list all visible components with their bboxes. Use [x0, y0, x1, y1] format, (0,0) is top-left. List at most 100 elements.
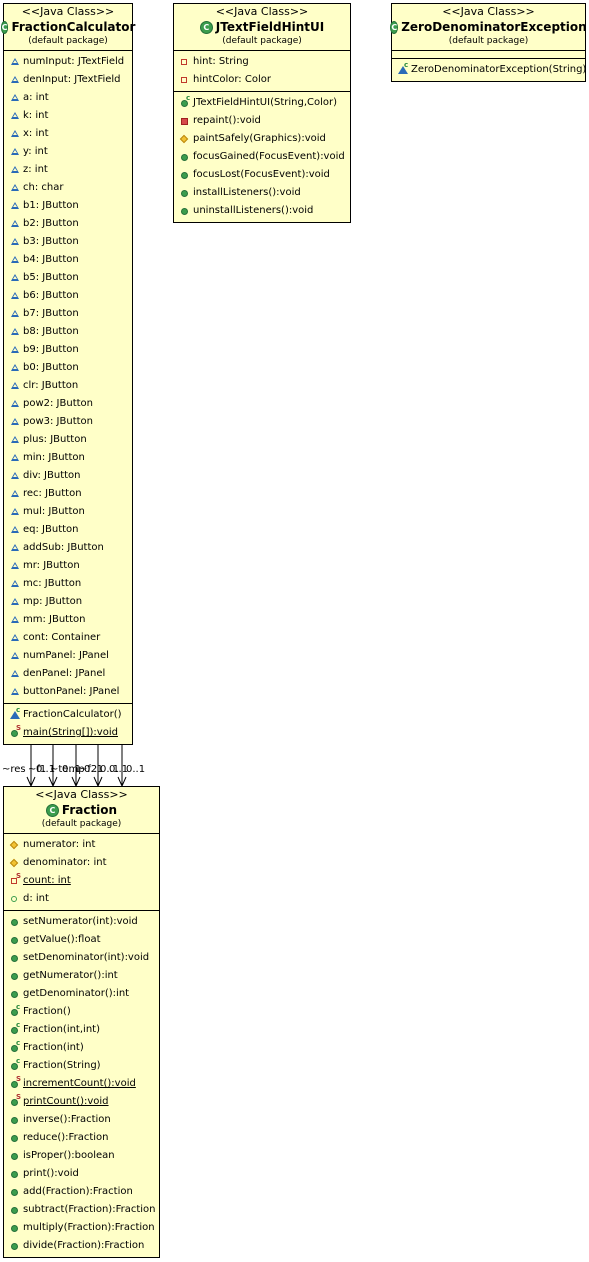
field-a-int[interactable]: a: int [4, 89, 132, 107]
method-focuslost-focusevent-void[interactable]: focusLost(FocusEvent):void [174, 166, 350, 184]
method-label: reduce():Fraction [23, 1132, 109, 1143]
field-d-int[interactable]: d: int [4, 890, 159, 908]
field-count-int[interactable]: scount: int [4, 872, 159, 890]
field-mr-jbutton[interactable]: mr: JButton [4, 557, 132, 575]
field-denpanel-jpanel[interactable]: denPanel: JPanel [4, 665, 132, 683]
method-divide-fraction-fraction[interactable]: divide(Fraction):Fraction [4, 1237, 159, 1255]
field-mm-jbutton[interactable]: mm: JButton [4, 611, 132, 629]
field-label: b2: JButton [23, 218, 79, 229]
field-label: b3: JButton [23, 236, 79, 247]
field-numerator-int[interactable]: numerator: int [4, 836, 159, 854]
field-cont-container[interactable]: cont: Container [4, 629, 132, 647]
field-b2-jbutton[interactable]: b2: JButton [4, 215, 132, 233]
field-label: a: int [23, 92, 49, 103]
method-inverse-fraction[interactable]: inverse():Fraction [4, 1111, 159, 1129]
field-plus-jbutton[interactable]: plus: JButton [4, 431, 132, 449]
field-b3-jbutton[interactable]: b3: JButton [4, 233, 132, 251]
method-setdenominator-int-void[interactable]: setDenominator(int):void [4, 949, 159, 967]
role-label-res: ~res [2, 764, 26, 775]
field-numpanel-jpanel[interactable]: numPanel: JPanel [4, 647, 132, 665]
field-b4-jbutton[interactable]: b4: JButton [4, 251, 132, 269]
method-focusgained-focusevent-void[interactable]: focusGained(FocusEvent):void [174, 148, 350, 166]
method-paintsafely-graphics-void[interactable]: paintSafely(Graphics):void [174, 130, 350, 148]
field-div-jbutton[interactable]: div: JButton [4, 467, 132, 485]
method-uninstalllisteners-void[interactable]: uninstallListeners():void [174, 202, 350, 220]
field-rec-jbutton[interactable]: rec: JButton [4, 485, 132, 503]
field-label: numPanel: JPanel [23, 650, 109, 661]
method-label: incrementCount():void [23, 1078, 136, 1089]
methods-section: cFractionCalculator()smain(String[]):voi… [4, 704, 132, 744]
method-incrementcount-void[interactable]: sincrementCount():void [4, 1075, 159, 1093]
method-label: focusGained(FocusEvent):void [193, 151, 345, 162]
field-min-jbutton[interactable]: min: JButton [4, 449, 132, 467]
field-b6-jbutton[interactable]: b6: JButton [4, 287, 132, 305]
field-label: denominator: int [23, 857, 107, 868]
field-ch-char[interactable]: ch: char [4, 179, 132, 197]
class-name-text: Fraction [61, 803, 118, 817]
method-setnumerator-int-void[interactable]: setNumerator(int):void [4, 913, 159, 931]
field-b9-jbutton[interactable]: b9: JButton [4, 341, 132, 359]
method-add-fraction-fraction[interactable]: add(Fraction):Fraction [4, 1183, 159, 1201]
method-getnumerator-int[interactable]: getNumerator():int [4, 967, 159, 985]
field-label: b5: JButton [23, 272, 79, 283]
field-y-int[interactable]: y: int [4, 143, 132, 161]
field-x-int[interactable]: x: int [4, 125, 132, 143]
field-hintcolor-color[interactable]: hintColor: Color [174, 71, 350, 89]
field-label: k: int [23, 110, 49, 121]
method-getvalue-float[interactable]: getValue():float [4, 931, 159, 949]
method-installlisteners-void[interactable]: installListeners():void [174, 184, 350, 202]
field-buttonpanel-jpanel[interactable]: buttonPanel: JPanel [4, 683, 132, 701]
method-label: JTextFieldHintUI(String,Color) [193, 97, 338, 108]
field-b1-jbutton[interactable]: b1: JButton [4, 197, 132, 215]
method-printcount-void[interactable]: sprintCount():void [4, 1093, 159, 1111]
field-hint-string[interactable]: hint: String [174, 53, 350, 71]
method-isproper-boolean[interactable]: isProper():boolean [4, 1147, 159, 1165]
field-b5-jbutton[interactable]: b5: JButton [4, 269, 132, 287]
package-label: (default package) [28, 36, 108, 46]
method-label: repaint():void [193, 115, 261, 126]
method-label: subtract(Fraction):Fraction [23, 1204, 156, 1215]
method-subtract-fraction-fraction[interactable]: subtract(Fraction):Fraction [4, 1201, 159, 1219]
field-b0-jbutton[interactable]: b0: JButton [4, 359, 132, 377]
field-deninput-jtextfield[interactable]: denInput: JTextField [4, 71, 132, 89]
field-b8-jbutton[interactable]: b8: JButton [4, 323, 132, 341]
field-pow2-jbutton[interactable]: pow2: JButton [4, 395, 132, 413]
field-addsub-jbutton[interactable]: addSub: JButton [4, 539, 132, 557]
field-denominator-int[interactable]: denominator: int [4, 854, 159, 872]
field-b7-jbutton[interactable]: b7: JButton [4, 305, 132, 323]
field-numinput-jtextfield[interactable]: numInput: JTextField [4, 53, 132, 71]
field-eq-jbutton[interactable]: eq: JButton [4, 521, 132, 539]
method-reduce-fraction[interactable]: reduce():Fraction [4, 1129, 159, 1147]
method-repaint-void[interactable]: repaint():void [174, 112, 350, 130]
field-label: ch: char [23, 182, 64, 193]
fields-section: numerator: int denominator: int scount: in… [4, 834, 159, 911]
field-label: buttonPanel: JPanel [23, 686, 120, 697]
method-multiply-fraction-fraction[interactable]: multiply(Fraction):Fraction [4, 1219, 159, 1237]
field-mc-jbutton[interactable]: mc: JButton [4, 575, 132, 593]
field-k-int[interactable]: k: int [4, 107, 132, 125]
field-z-int[interactable]: z: int [4, 161, 132, 179]
stereotype-label: <<Java Class>> [442, 5, 535, 18]
method-print-void[interactable]: print():void [4, 1165, 159, 1183]
field-pow3-jbutton[interactable]: pow3: JButton [4, 413, 132, 431]
method-main-string-void[interactable]: smain(String[]):void [4, 724, 132, 742]
field-clr-jbutton[interactable]: clr: JButton [4, 377, 132, 395]
field-mp-jbutton[interactable]: mp: JButton [4, 593, 132, 611]
method-getdenominator-int[interactable]: getDenominator():int [4, 985, 159, 1003]
field-mul-jbutton[interactable]: mul: JButton [4, 503, 132, 521]
java-class-icon: C [0, 20, 9, 34]
